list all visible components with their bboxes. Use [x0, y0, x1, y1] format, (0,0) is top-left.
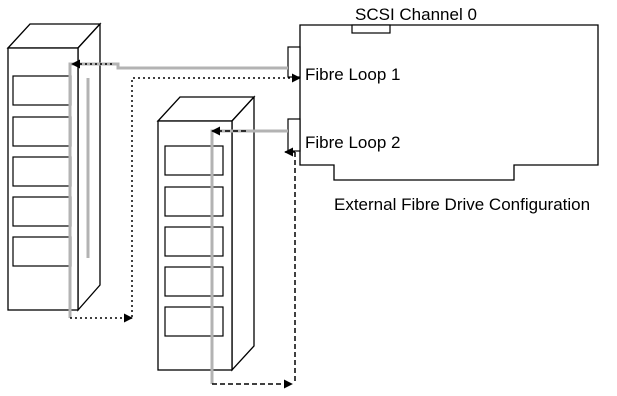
drive-bay	[164, 186, 224, 217]
drive-bay	[164, 266, 224, 297]
drive-bay	[12, 196, 72, 227]
fibre-port-2	[287, 118, 301, 152]
drive-bay	[164, 145, 224, 176]
scsi-channel-label: SCSI Channel 0	[355, 5, 477, 24]
drive-bay	[12, 236, 72, 267]
enclosure-left-bays	[12, 75, 72, 267]
fibre-loop-1-label: Fibre Loop 1	[305, 65, 400, 84]
host-adapter-card	[287, 24, 599, 181]
drive-bay	[12, 75, 72, 106]
fibre-port-1	[287, 46, 301, 78]
loop-1-return-path	[70, 59, 301, 323]
drive-bay	[12, 156, 72, 187]
fibre-loop-2-label: Fibre Loop 2	[305, 133, 400, 152]
enclosure-right	[156, 95, 256, 372]
drive-bay	[12, 116, 72, 147]
drive-bay	[164, 226, 224, 257]
drive-bay	[164, 306, 224, 337]
enclosure-right-bays	[164, 145, 224, 337]
fibre-cable-loop-1	[68, 62, 288, 318]
enclosure-left	[6, 22, 102, 312]
diagram-caption: External Fibre Drive Configuration	[334, 195, 590, 214]
loop-2-return-path	[211, 126, 296, 389]
scsi-connector	[351, 24, 391, 34]
